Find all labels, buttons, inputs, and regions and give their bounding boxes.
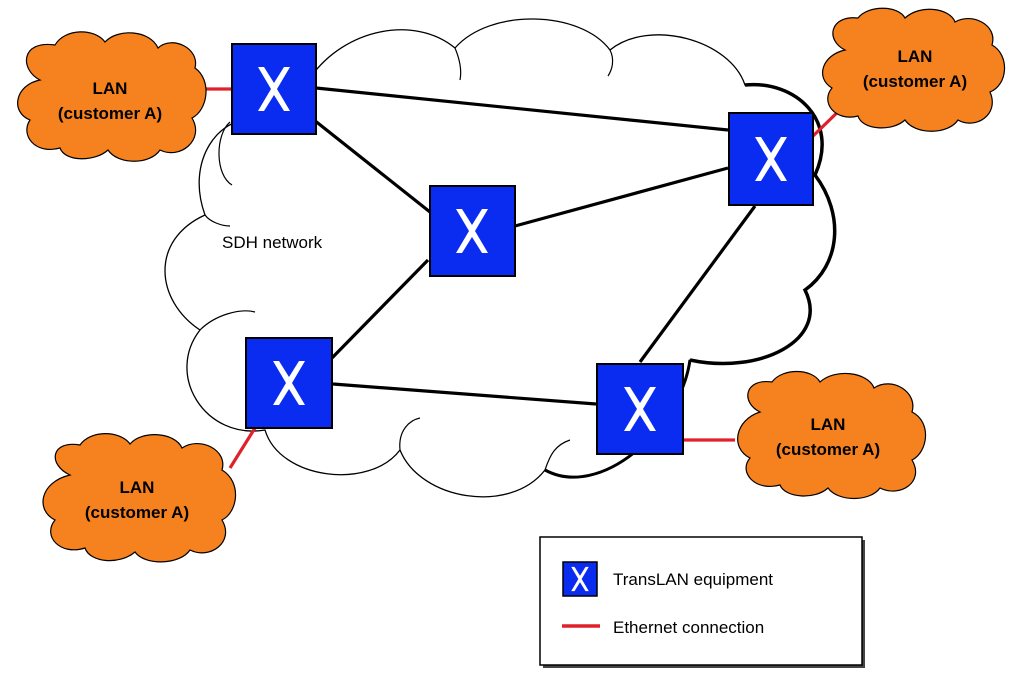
- legend-connection-label: Ethernet connection: [613, 618, 764, 637]
- lan-cloud-top-left: LAN (customer A): [17, 31, 207, 162]
- lan-cloud-top-right: LAN (customer A): [822, 7, 1006, 132]
- lan-title: LAN: [898, 47, 933, 66]
- sdh-link: [328, 258, 430, 362]
- sdh-link: [315, 86, 729, 132]
- ethernet-link: [228, 427, 257, 469]
- translan-node-2: [429, 185, 516, 277]
- lan-subtitle: (customer A): [85, 503, 189, 522]
- sdh-link: [313, 118, 431, 214]
- lan-subtitle: (customer A): [776, 440, 880, 459]
- legend: TransLAN equipment Ethernet connection: [539, 536, 865, 668]
- sdh-link: [332, 382, 597, 406]
- lan-subtitle: (customer A): [58, 104, 162, 123]
- lan-title: LAN: [120, 478, 155, 497]
- lan-title: LAN: [811, 415, 846, 434]
- sdh-network-label: SDH network: [222, 233, 323, 252]
- lan-cloud-bottom-right: LAN (customer A): [737, 370, 927, 499]
- sdh-link: [514, 166, 729, 228]
- translan-node-4: [245, 337, 333, 429]
- translan-node-3: [728, 112, 814, 206]
- sdh-link: [638, 205, 757, 363]
- lan-subtitle: (customer A): [863, 72, 967, 91]
- lan-title: LAN: [93, 79, 128, 98]
- lan-cloud-bottom-left: LAN (customer A): [42, 433, 237, 563]
- translan-node-1: [231, 43, 317, 135]
- sdh-links: [313, 86, 757, 406]
- legend-equipment-label: TransLAN equipment: [613, 570, 773, 589]
- translan-node-5: [596, 363, 684, 455]
